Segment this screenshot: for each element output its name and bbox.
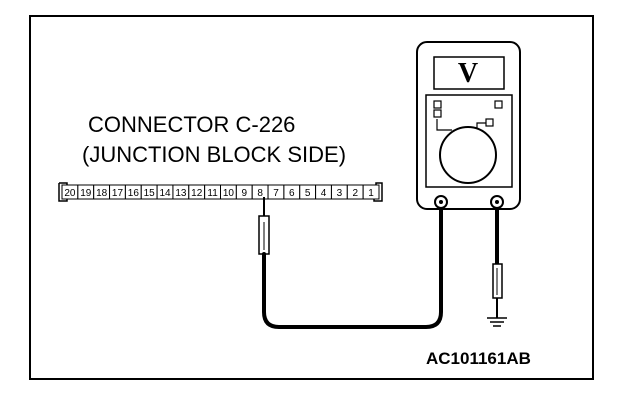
connector-side-label: (JUNCTION BLOCK SIDE) xyxy=(82,142,347,167)
connector-pin-number: 9 xyxy=(241,188,247,199)
connector-pin-number: 3 xyxy=(337,188,343,199)
test-lead-positive xyxy=(262,205,443,329)
connector-pin-number: 14 xyxy=(159,188,171,199)
connector-title: CONNECTOR C-226 xyxy=(88,112,296,137)
mode-square-icon xyxy=(433,100,442,109)
connector-pin-number: 20 xyxy=(64,188,76,199)
multimeter xyxy=(416,41,521,210)
connector-pin-cell xyxy=(362,184,380,200)
connector-pin-number: 18 xyxy=(96,188,108,199)
connector-pin-number: 2 xyxy=(352,188,358,199)
connector-pin-number: 15 xyxy=(144,188,156,199)
mode-square-icon xyxy=(433,109,442,118)
probe-pin-8 xyxy=(258,197,270,255)
meter-mode-label: V xyxy=(457,58,479,89)
connector-pin-number: 4 xyxy=(321,188,327,199)
figure-code: AC101161AB xyxy=(426,349,531,368)
connector-pin-number: 1 xyxy=(368,188,374,199)
ground-lead xyxy=(487,208,507,327)
connector-pin-number: 5 xyxy=(305,188,311,199)
connector-pin-number: 11 xyxy=(207,188,218,199)
dial-lead-line xyxy=(436,119,452,131)
connector-pin-number: 19 xyxy=(80,188,92,199)
connector-pin-number: 8 xyxy=(257,188,263,199)
connector-pin-number: 16 xyxy=(128,188,140,199)
connector-pin-number: 12 xyxy=(191,188,203,199)
connector-pin-number: 10 xyxy=(223,188,235,199)
rotary-dial xyxy=(439,126,497,184)
mode-square-icon xyxy=(494,100,503,109)
connector-pin-number: 7 xyxy=(273,188,279,199)
connector-pin-number: 6 xyxy=(289,188,295,199)
jack-volt-center xyxy=(495,200,499,204)
meter-display xyxy=(433,56,505,90)
connector-pin-number: 13 xyxy=(175,188,187,199)
jack-com-center xyxy=(439,200,443,204)
connector-pin-number: 17 xyxy=(112,188,124,199)
figure-frame xyxy=(29,15,594,380)
